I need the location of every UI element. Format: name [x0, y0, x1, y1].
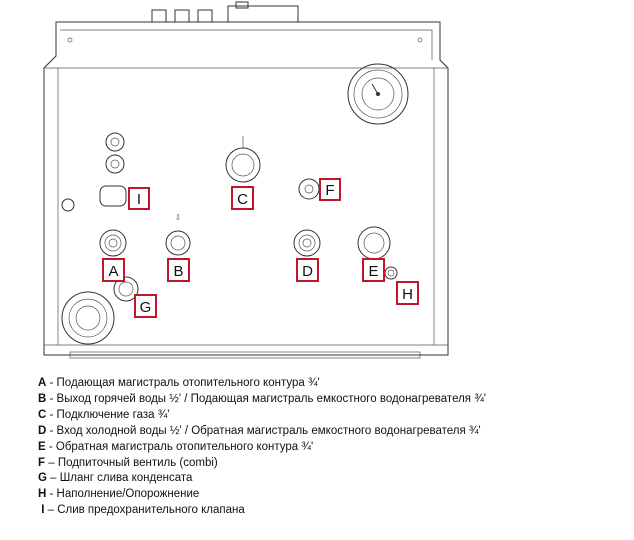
svg-text:G: G: [140, 299, 152, 316]
legend-key: G: [38, 472, 47, 485]
boiler-connection-diagram: ⇩ I C F: [43, 1, 449, 359]
left-fittings: [61, 132, 127, 212]
legend-key: I: [41, 504, 45, 517]
svg-text:F: F: [325, 182, 334, 199]
callout-i: I: [128, 187, 150, 210]
legend-row-f: F – Подпиточный вентиль (combi): [38, 456, 486, 472]
drain-h-fitting: [384, 266, 398, 280]
legend-key: B: [38, 392, 47, 405]
callout-f: F: [319, 178, 341, 201]
pressure-gauge: [347, 63, 409, 125]
top-connectors: [151, 1, 299, 23]
svg-text:⇩: ⇩: [175, 213, 182, 222]
legend-key: H: [38, 488, 47, 501]
condensate-hose-g: [61, 276, 139, 345]
legend-row-a: A - Подающая магистраль отопительного ко…: [38, 376, 486, 392]
legend-key: A: [38, 377, 47, 389]
legend: A - Подающая магистраль отопительного ко…: [38, 376, 486, 519]
legend-text: - Подающая магистраль отопительного конт…: [46, 377, 320, 389]
callout-a: A: [102, 258, 125, 282]
callout-b: B: [167, 258, 190, 282]
legend-text: – Подпиточный вентиль (combi): [45, 456, 218, 469]
legend-text: – Шланг слива конденсата: [46, 472, 193, 485]
legend-row-h: H - Наполнение/Опорожнение: [38, 487, 486, 503]
svg-text:C: C: [237, 191, 248, 208]
legend-text: - Наполнение/Опорожнение: [46, 488, 200, 501]
boiler-housing: [43, 21, 449, 359]
legend-key: C: [38, 408, 47, 421]
legend-row-d: D - Вход холодной воды ½' / Обратная маг…: [38, 424, 486, 440]
legend-row-b: B - Выход горячей воды ½' / Подающая маг…: [38, 392, 486, 408]
legend-text: - Выход горячей воды ½' / Подающая магис…: [46, 392, 487, 405]
callout-e: E: [362, 258, 385, 282]
svg-text:A: A: [108, 263, 118, 280]
legend-row-i: I – Слив предохранительного клапана: [38, 503, 486, 519]
svg-text:D: D: [302, 263, 313, 280]
legend-text: - Обратная магистраль отопительного конт…: [45, 440, 314, 453]
callout-h: H: [396, 281, 419, 305]
fill-valve-f: [298, 178, 320, 200]
legend-key: F: [38, 456, 46, 469]
svg-text:E: E: [368, 263, 378, 280]
svg-text:B: B: [173, 263, 183, 280]
legend-row-e: E - Обратная магистраль отопительного ко…: [38, 440, 486, 456]
legend-row-c: C - Подключение газа ¾': [38, 408, 486, 424]
legend-text: – Слив предохранительного клапана: [44, 504, 245, 517]
connection-c-fitting: [225, 136, 261, 183]
callout-d: D: [296, 258, 319, 282]
connection-b-fitting: ⇩: [165, 213, 191, 256]
callout-c: C: [231, 186, 254, 210]
callout-g: G: [134, 294, 157, 318]
connection-e-fitting: [357, 226, 391, 260]
legend-row-g: G – Шланг слива конденсата: [38, 471, 486, 487]
legend-text: - Вход холодной воды ½' / Обратная магис…: [46, 424, 481, 437]
svg-text:H: H: [402, 286, 413, 303]
connection-d-fitting: [293, 229, 321, 257]
legend-key: D: [38, 424, 47, 437]
legend-text: - Подключение газа ¾': [46, 408, 170, 421]
svg-text:I: I: [137, 191, 141, 208]
connection-a-fitting: [99, 229, 127, 257]
legend-key: E: [38, 440, 46, 453]
